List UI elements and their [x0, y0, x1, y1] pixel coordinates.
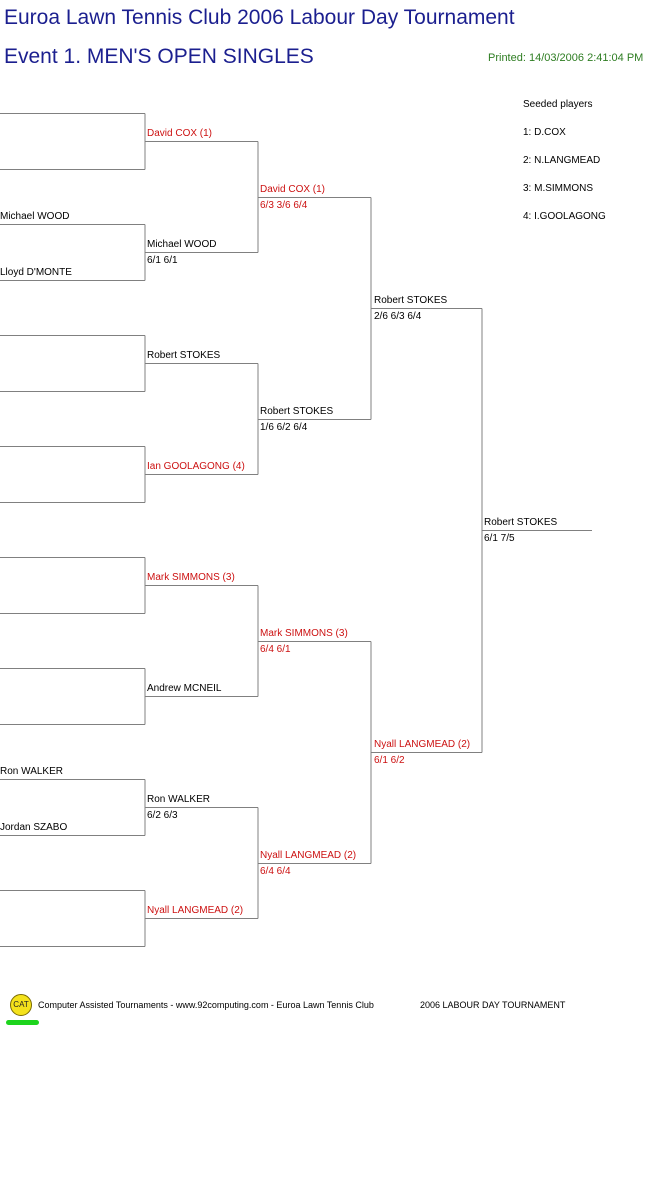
seeded-player-2: 2: N.LANGMEAD [523, 155, 601, 166]
round2-score: 6/2 6/3 [147, 809, 178, 821]
round2-player: Michael WOOD [147, 238, 217, 250]
footer-credit: Computer Assisted Tournaments - www.92co… [38, 1000, 374, 1010]
round2-player: Mark SIMMONS (3) [147, 571, 235, 583]
round4-score: 6/1 6/2 [374, 754, 405, 766]
round1-player: Michael WOOD [0, 210, 70, 222]
event-title: Event 1. MEN'S OPEN SINGLES [4, 45, 314, 68]
round3-score: 6/4 6/4 [260, 865, 291, 877]
round1-player: Ron WALKER [0, 765, 63, 777]
round3-player: Nyall LANGMEAD (2) [260, 849, 357, 861]
round2-player: Nyall LANGMEAD (2) [147, 904, 244, 916]
round2-score: 6/1 6/1 [147, 254, 178, 266]
round4-player: Robert STOKES [374, 294, 448, 306]
cat-logo: CAT [10, 994, 32, 1016]
round3-player: Mark SIMMONS (3) [260, 627, 348, 639]
round2-player: Ian GOOLAGONG (4) [147, 460, 245, 472]
seeded-player-3: 3: M.SIMMONS [523, 183, 594, 194]
round2-player: Robert STOKES [147, 349, 221, 361]
footer-tournament: 2006 LABOUR DAY TOURNAMENT [420, 1000, 566, 1010]
round3-score: 6/4 6/1 [260, 643, 291, 655]
round1-player: Lloyd D'MONTE [0, 266, 72, 278]
round3-player: Robert STOKES [260, 405, 334, 417]
seeded-player-4: 4: I.GOOLAGONG [523, 211, 606, 222]
tournament-title: Euroa Lawn Tennis Club 2006 Labour Day T… [4, 6, 515, 29]
champion-score: 6/1 7/5 [484, 532, 515, 544]
round1-player: Jordan SZABO [0, 821, 68, 833]
seeded-players-heading: Seeded players [523, 99, 593, 110]
round4-player: Nyall LANGMEAD (2) [374, 738, 471, 750]
seeded-player-1: 1: D.COX [523, 127, 566, 138]
round3-player: David COX (1) [260, 183, 326, 195]
printed-timestamp: Printed: 14/03/2006 2:41:04 PM [488, 52, 644, 64]
champion-name: Robert STOKES [484, 516, 558, 528]
round2-player: Ron WALKER [147, 793, 210, 805]
round4-score: 2/6 6/3 6/4 [374, 310, 422, 322]
round2-player: Andrew MCNEIL [147, 682, 222, 694]
cat-logo-underline [6, 1020, 39, 1025]
round2-player: David COX (1) [147, 127, 213, 139]
round3-score: 6/3 3/6 6/4 [260, 199, 308, 211]
round3-score: 1/6 6/2 6/4 [260, 421, 308, 433]
